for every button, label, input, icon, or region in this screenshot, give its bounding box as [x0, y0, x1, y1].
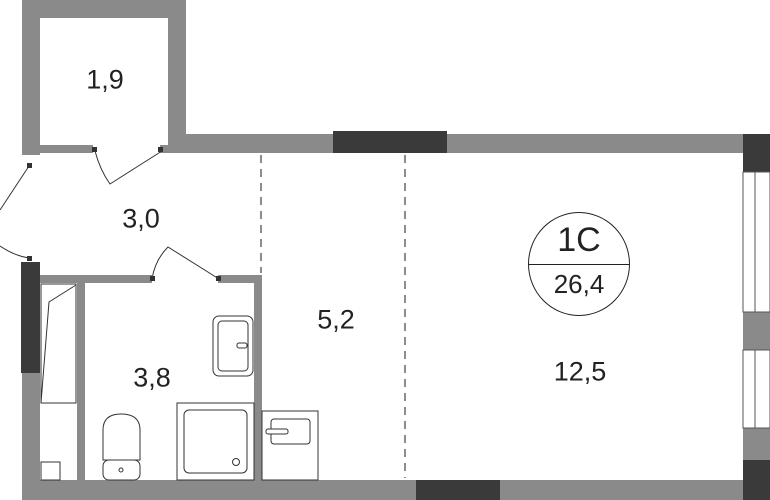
room-area-kitchen: 5,2 — [317, 304, 355, 335]
storage-door-icon — [94, 150, 163, 185]
windows — [742, 171, 770, 429]
shower-tray-icon — [176, 402, 255, 481]
walls — [22, 0, 770, 500]
apartment-total-area: 26,4 — [553, 269, 605, 299]
toilet-icon — [102, 413, 141, 481]
room-area-bathroom: 3,8 — [133, 362, 171, 393]
washbasin-icon — [212, 315, 254, 377]
zone-dividers — [260, 155, 406, 478]
bathroom-door-icon — [151, 246, 220, 280]
room-area-living-room: 12,5 — [553, 356, 607, 387]
entrance-door-icon — [0, 165, 30, 211]
shaft-icon — [40, 283, 77, 481]
bearing-walls — [21, 131, 770, 500]
room-area-hallway: 3,0 — [122, 203, 160, 234]
fixtures — [40, 283, 319, 481]
apartment-badge: 1С 26,4 — [528, 212, 630, 316]
doors — [0, 150, 220, 280]
badge-divider — [529, 264, 629, 265]
door-jambs — [27, 147, 221, 281]
apartment-type: 1С — [557, 221, 601, 259]
room-area-storage: 1,9 — [86, 64, 124, 95]
kitchen-sink-icon — [261, 410, 319, 481]
